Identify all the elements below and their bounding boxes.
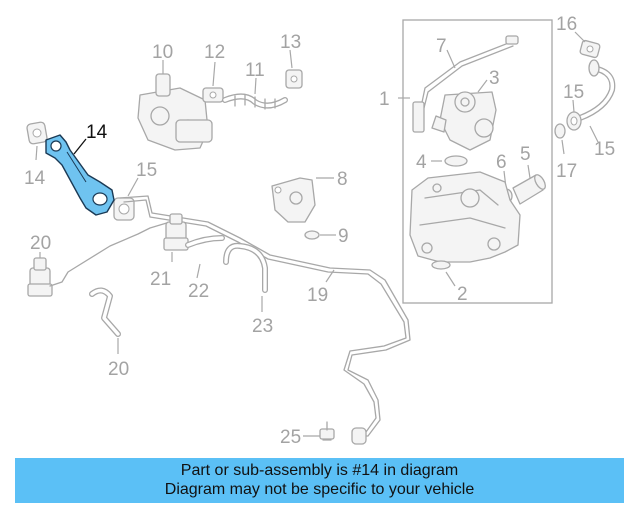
callout-25[interactable]: 25 xyxy=(280,427,301,448)
part-4 xyxy=(444,155,468,167)
callout-15b[interactable]: 15 xyxy=(136,160,157,181)
part-10 xyxy=(137,73,213,151)
assembly-1-frame xyxy=(402,19,553,304)
callout-4[interactable]: 4 xyxy=(416,152,427,173)
part-22-center xyxy=(163,213,189,251)
callout-10[interactable]: 10 xyxy=(152,42,173,63)
part-11 xyxy=(222,93,288,110)
callout-8[interactable]: 8 xyxy=(337,169,348,190)
callout-17[interactable]: 15 xyxy=(563,82,584,103)
part-19 xyxy=(554,123,566,139)
part-9 xyxy=(304,230,320,240)
part-14-highlighted[interactable] xyxy=(45,134,115,216)
part-7 xyxy=(412,35,519,133)
callout-3[interactable]: 3 xyxy=(489,68,500,89)
part-15-left xyxy=(26,121,48,145)
callout-9[interactable]: 9 xyxy=(338,226,349,247)
callout-2[interactable]: 2 xyxy=(457,284,468,305)
part-13 xyxy=(285,69,303,89)
callout-12[interactable]: 12 xyxy=(204,42,225,63)
callout-18[interactable]: 16 xyxy=(556,14,577,35)
callout-6[interactable]: 6 xyxy=(496,152,507,173)
hose-fitting xyxy=(351,427,367,445)
callout-19[interactable]: 17 xyxy=(556,161,577,182)
part-17 xyxy=(566,111,582,131)
callout-14[interactable]: 14 xyxy=(86,122,108,143)
callout-22a[interactable]: 20 xyxy=(30,233,51,254)
egr-cooler xyxy=(409,171,521,263)
part-20 xyxy=(119,195,411,437)
callout-20[interactable]: 19 xyxy=(307,285,328,306)
callout-21[interactable]: 20 xyxy=(108,359,129,380)
callout-15a[interactable]: 14 xyxy=(24,168,46,189)
part-3 xyxy=(431,91,497,151)
part-16 xyxy=(577,59,616,121)
part-24 xyxy=(223,242,268,293)
part-25 xyxy=(319,421,335,441)
banner-line-2: Diagram may not be specific to your vehi… xyxy=(164,481,475,498)
parts-diagram: 1 7 3 4 6 5 2 xyxy=(24,14,616,448)
part-8 xyxy=(271,177,316,223)
part-18 xyxy=(579,39,601,59)
callout-22b[interactable]: 21 xyxy=(150,269,171,290)
part-12 xyxy=(202,87,224,103)
part-22-left xyxy=(27,257,53,297)
callout-7[interactable]: 7 xyxy=(436,36,447,57)
callout-24[interactable]: 23 xyxy=(252,316,273,337)
part-5 xyxy=(512,174,546,205)
callout-16[interactable]: 15 xyxy=(594,139,615,160)
callout-1[interactable]: 1 xyxy=(379,89,390,110)
banner-line-1: Part or sub-assembly is #14 in diagram xyxy=(180,462,459,479)
part-2 xyxy=(431,260,451,270)
info-banner: Part or sub-assembly is #14 in diagram D… xyxy=(15,458,624,503)
part-23 xyxy=(185,235,225,248)
part-21 xyxy=(89,287,121,337)
callout-11[interactable]: 11 xyxy=(245,60,265,81)
callout-13[interactable]: 13 xyxy=(280,32,301,53)
callout-5[interactable]: 5 xyxy=(520,144,531,165)
callout-23[interactable]: 22 xyxy=(188,281,209,302)
